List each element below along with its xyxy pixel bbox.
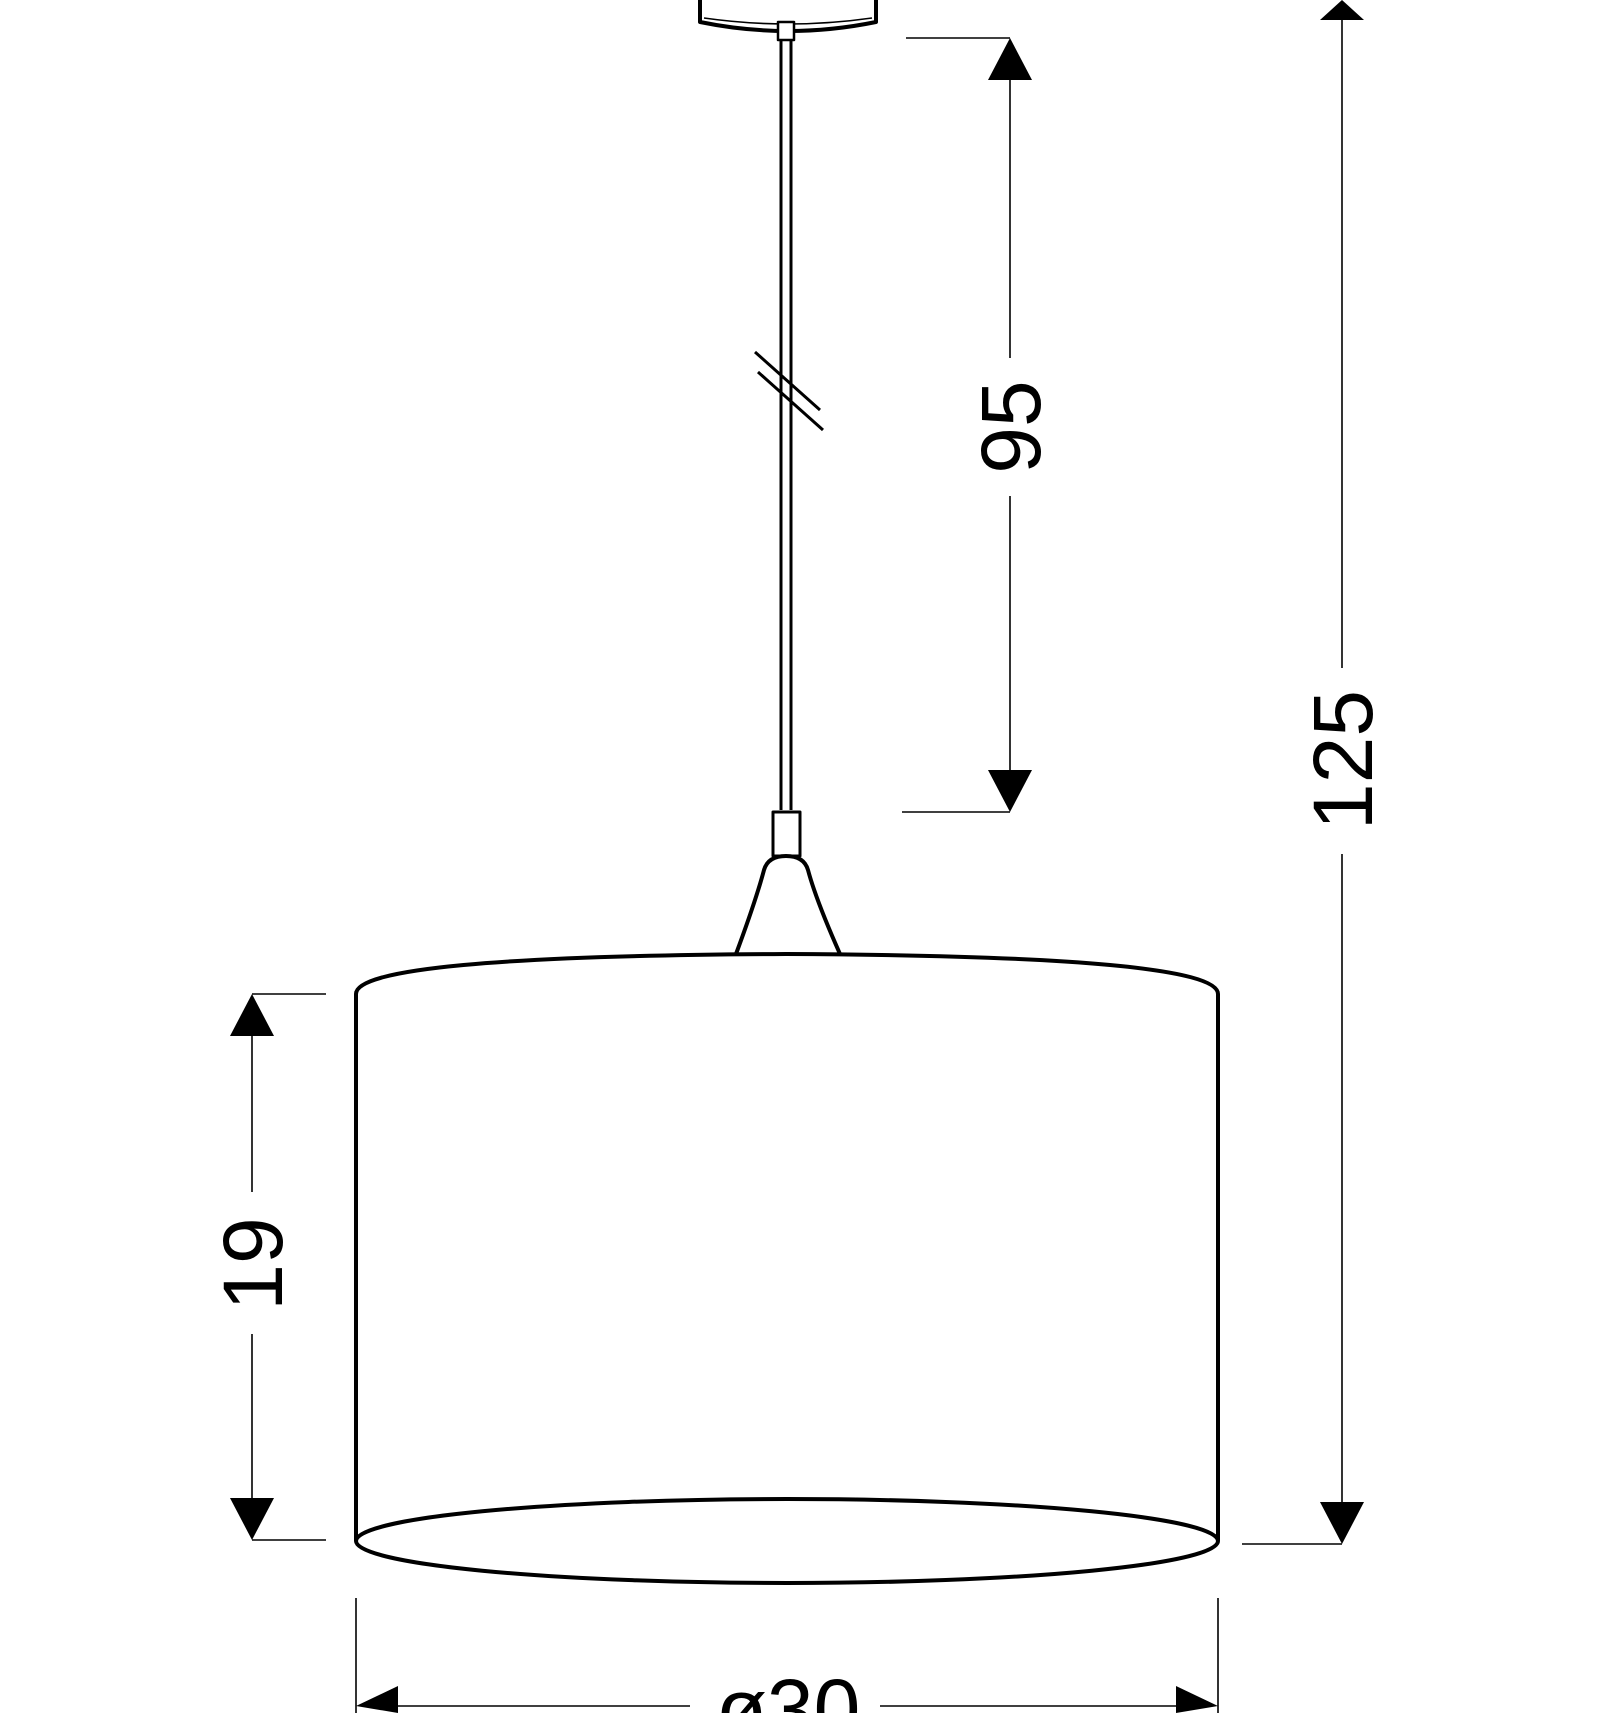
total-height-label: 125 [1296, 690, 1390, 830]
arrow-down-icon [988, 770, 1032, 812]
dimension-shade-diameter: ø30 [355, 1598, 1219, 1713]
arrow-left-icon [356, 1686, 398, 1713]
arrow-up-icon [230, 994, 274, 1036]
dimension-cord-length: 95 [902, 37, 1058, 813]
shade-diameter-label: ø30 [716, 1662, 861, 1713]
arrow-up-icon [988, 38, 1032, 80]
arrow-down-icon [230, 1498, 274, 1540]
drum-shade [354, 952, 1220, 1585]
arrow-down-icon [1320, 1502, 1364, 1544]
dimension-shade-height: 19 [206, 993, 326, 1541]
cord-length-label: 95 [964, 380, 1058, 473]
arrow-right-icon [1176, 1686, 1218, 1713]
suspension-cord [754, 20, 824, 810]
shade-height-label: 19 [206, 1217, 300, 1310]
shade-connector [734, 810, 842, 955]
arrow-up-icon [1320, 0, 1364, 20]
dimension-total-height: 125 [1242, 0, 1390, 1545]
